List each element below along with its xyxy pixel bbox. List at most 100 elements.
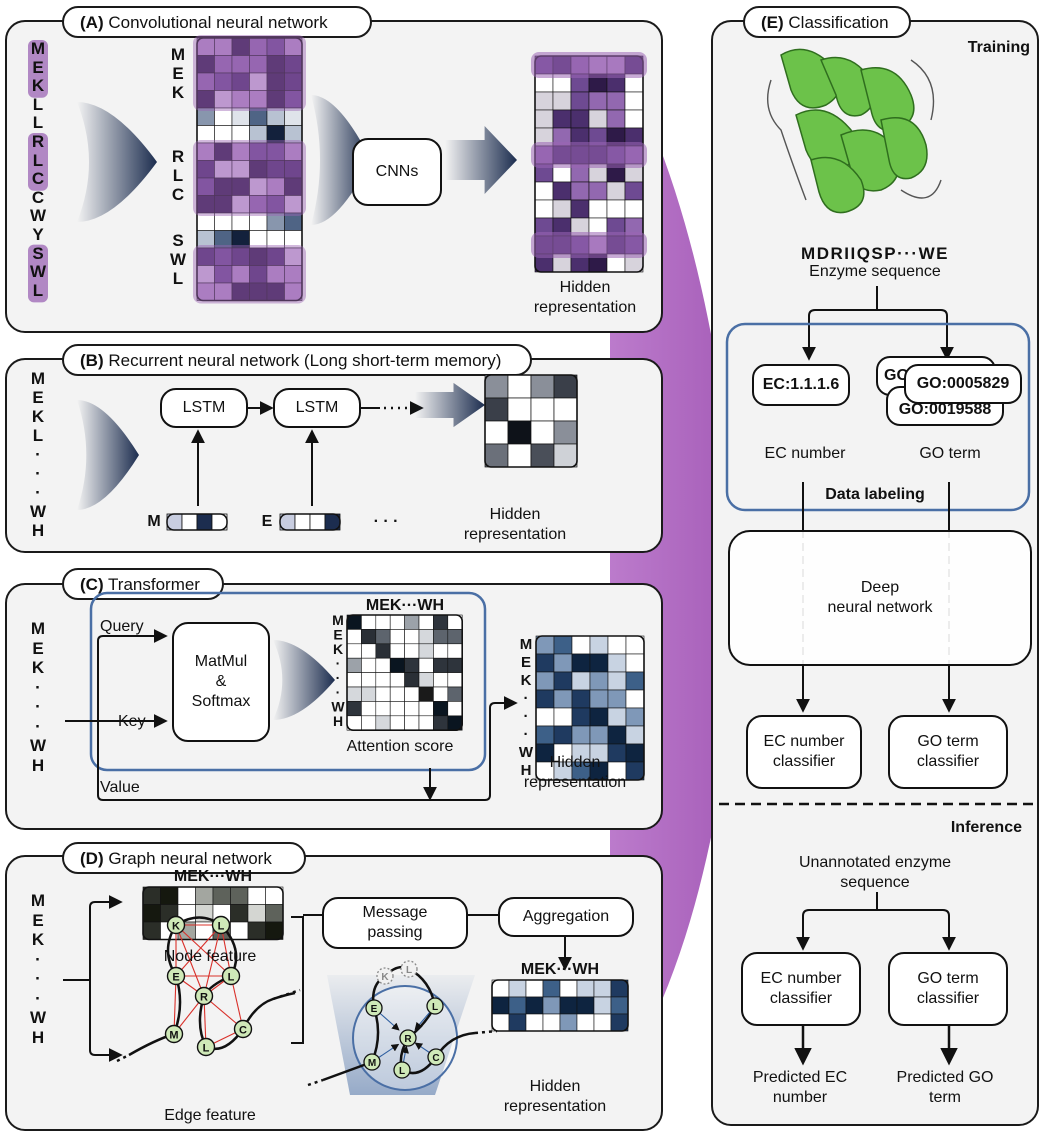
- node-feature-cell: [142, 886, 161, 905]
- node-feature-cell: [230, 921, 249, 940]
- attention-cell: [433, 614, 449, 630]
- sequence-letter: W: [29, 502, 47, 521]
- lstm-box-2: LSTM: [273, 388, 361, 428]
- arrow-into-attention: [273, 640, 335, 720]
- node-feature-cell: [247, 886, 266, 905]
- filter-highlight: [193, 140, 306, 216]
- attention-cell: [418, 715, 434, 731]
- gnn-output-cell: [491, 1013, 510, 1032]
- attention-side-letter: M: [332, 612, 344, 628]
- cnn-output-highlight: [531, 52, 647, 78]
- attention-top-label: MEK···WH: [366, 597, 444, 614]
- protein-loop: [767, 59, 942, 201]
- mp-node-label: L: [406, 965, 412, 976]
- filter-letter: L: [173, 166, 183, 185]
- transformer-hidden-cell: [625, 707, 645, 727]
- graph-node-label: L: [218, 921, 225, 933]
- transformer-hidden-cell: [571, 707, 591, 727]
- sequence-letter: R: [31, 132, 45, 151]
- gnn-output-cell: [542, 996, 561, 1015]
- attention-cell: [361, 715, 377, 731]
- attention-cell: [346, 701, 362, 717]
- transformer-hidden-cell: [553, 707, 573, 727]
- attention-side-letter: H: [333, 713, 343, 729]
- node-feature-cell: [160, 886, 179, 905]
- gnn-output-cell: [508, 979, 527, 998]
- panel-a-title-text: Convolutional neural network: [108, 13, 328, 32]
- attention-cell: [404, 629, 420, 645]
- gnn-output-cell: [559, 979, 578, 998]
- transformer-hidden-cell: [589, 635, 609, 655]
- mp-backbone: [322, 965, 476, 1082]
- gnn-output-cell: [559, 996, 578, 1015]
- filter-letter: C: [172, 185, 184, 204]
- attention-cell: [418, 614, 434, 630]
- panel-a-tag: (A): [80, 13, 104, 32]
- attention-cell: [404, 657, 420, 673]
- inference-label: Inference: [950, 819, 1022, 836]
- sequence-letter: H: [31, 521, 45, 540]
- mp-node-label: K: [381, 972, 389, 983]
- transformer-hidden-cell: [553, 653, 573, 673]
- lstm-hidden-border: [484, 374, 578, 468]
- value-arrow: [97, 696, 518, 801]
- sequence-letter: ·: [35, 697, 41, 716]
- gnn-output-cell: [542, 1013, 561, 1032]
- node-feature-cell: [177, 886, 196, 905]
- attention-cell: [433, 686, 449, 702]
- input-vector-e-cell: [294, 513, 311, 531]
- graph-node: [166, 966, 186, 986]
- gnn-output-cell: [508, 996, 527, 1015]
- cnn-output-cell: [552, 91, 572, 111]
- node-feature-cell: [212, 886, 231, 905]
- transformer-hidden-cell: [607, 725, 627, 745]
- enzyme-sequence-label: Enzyme sequence: [809, 263, 941, 280]
- node-feature-top-label: MEK···WH: [174, 868, 252, 885]
- lstm-box-1: LSTM: [160, 388, 248, 428]
- attention-cell: [346, 643, 362, 659]
- sequence-letter: ·: [35, 949, 41, 969]
- embedding-border: [196, 37, 303, 302]
- gnn-output-cell: [593, 1013, 612, 1032]
- lstm-diagram: [77, 374, 578, 531]
- lstm-hidden-cell: [507, 397, 532, 422]
- cnn-output-cell: [588, 181, 608, 201]
- attention-cell: [389, 629, 405, 645]
- transformer-hidden-cell: [571, 689, 591, 709]
- transformer-output-label: Hidden representation: [523, 754, 627, 791]
- graph-node-label: E: [172, 972, 179, 984]
- cnn-output-cell: [570, 109, 590, 129]
- node-feature-cell: [247, 921, 266, 940]
- ec-classifier-box: EC number classifier: [746, 715, 862, 789]
- arrow-into-cnn: [311, 95, 371, 225]
- attention-side-letter: ·: [336, 684, 341, 700]
- attention-cell: [404, 686, 420, 702]
- lstm-hidden-cell: [553, 443, 578, 468]
- graph-node-label: L: [228, 972, 235, 984]
- filter-letter: W: [170, 250, 187, 269]
- gnn-output-cell: [508, 1013, 527, 1032]
- attention-cell: [433, 643, 449, 659]
- cnn-output-cell: [588, 109, 608, 129]
- node-feature-cell: [230, 886, 249, 905]
- lstm-hidden-cell: [530, 397, 555, 422]
- input-vector-e: [279, 513, 341, 531]
- attention-score-label: Attention score: [346, 738, 454, 755]
- unannotated-label: Unannotated enzyme sequence: [798, 854, 952, 891]
- aggregation-box: Aggregation: [498, 897, 634, 937]
- backbone-dash-left: [116, 1053, 130, 1063]
- hidden-side-letter: ·: [524, 708, 529, 725]
- attention-cell: [361, 614, 377, 630]
- transformer-hidden-cell: [589, 707, 609, 727]
- gnn-output-cell: [593, 996, 612, 1015]
- transformer-hidden-cell: [535, 725, 555, 745]
- cnn-output-cell: [552, 109, 572, 129]
- edge-feature-label: Edge feature: [164, 1107, 256, 1124]
- cnn-output-cell: [534, 181, 554, 201]
- cnn-output-cell: [570, 199, 590, 219]
- edge-line: [175, 924, 222, 977]
- protein-ribbon: [810, 156, 865, 214]
- sequence-letter: L: [32, 426, 44, 445]
- attention-cell: [361, 643, 377, 659]
